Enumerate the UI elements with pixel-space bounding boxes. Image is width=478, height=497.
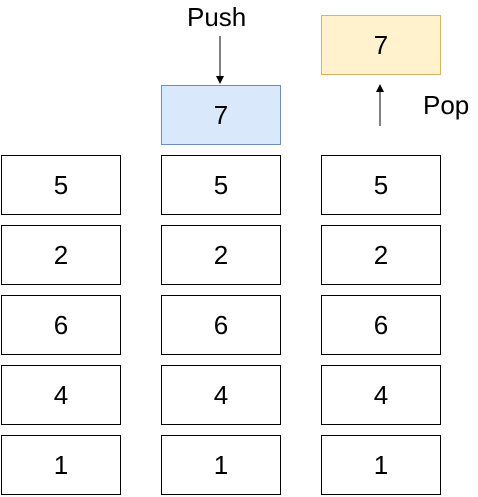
stack-cell: 2: [161, 225, 281, 285]
stack-cell: 5: [321, 155, 441, 215]
stack-cell: 2: [321, 225, 441, 285]
pushed-cell: 7: [161, 85, 281, 145]
stack-cell: 4: [321, 365, 441, 425]
stack-cell: 5: [1, 155, 121, 215]
stack-cell: 1: [161, 435, 281, 495]
stack-cell: 2: [1, 225, 121, 285]
stack-cell: 1: [1, 435, 121, 495]
stack-cell: 4: [161, 365, 281, 425]
stack-cell: 4: [1, 365, 121, 425]
stack-cell: 5: [161, 155, 281, 215]
stack-cell: 6: [1, 295, 121, 355]
pop-arrow-up-icon: [376, 84, 384, 126]
push-arrow-down-icon: [216, 36, 224, 84]
stack-cell: 6: [321, 295, 441, 355]
stack-cell: 6: [161, 295, 281, 355]
stack-cell: 1: [321, 435, 441, 495]
push-label: Push: [187, 2, 247, 32]
pop-label: Pop: [423, 90, 470, 120]
popped-cell: 7: [321, 15, 441, 75]
